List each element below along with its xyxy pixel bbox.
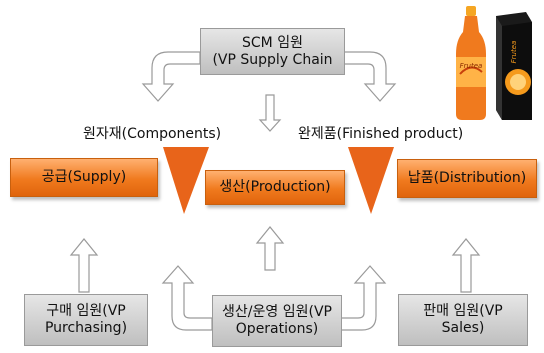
curved-arrow-left-bottom (161, 265, 213, 331)
carton-brand-text: Frutea (510, 41, 518, 64)
stage-supply-label: 공급(Supply) (41, 169, 127, 186)
sales-vp-line2: Sales) (441, 320, 485, 336)
operations-vp-box: 생산/운영 임원(VP Operations) (212, 295, 342, 347)
stage-distribution: 납품(Distribution) (397, 159, 537, 198)
finished-product-label: 완제품(Finished product) (298, 126, 464, 142)
stage-supply: 공급(Supply) (10, 158, 158, 197)
sales-vp-line1: 판매 임원(VP (423, 303, 503, 320)
down-arrow-center (258, 94, 282, 132)
purchasing-vp-line2: Purchasing) (44, 320, 128, 336)
stage-distribution-label: 납품(Distribution) (407, 170, 527, 187)
curved-arrow-right-top (343, 51, 397, 102)
scm-vp-box: SCM 임원 (VP Supply Chain (200, 28, 345, 75)
operations-vp-line1: 생산/운영 임원(VP (222, 304, 332, 321)
up-arrow-distribution (451, 238, 481, 293)
purchasing-vp-box: 구매 임원(VP Purchasing) (24, 294, 148, 346)
components-label: 원자재(Components) (83, 126, 222, 142)
triangle-components (163, 147, 209, 214)
bottle-brand-text: Frutea (460, 62, 483, 70)
curved-arrow-left-top (141, 51, 201, 102)
purchasing-vp-line1: 구매 임원(VP (46, 303, 126, 320)
scm-vp-line1: SCM 임원 (242, 34, 303, 51)
curved-arrow-right-bottom (339, 265, 387, 331)
up-arrow-supply (69, 238, 99, 293)
juice-bottle-and-carton-image: Frutea Frutea (456, 6, 532, 120)
stage-production: 생산(Production) (205, 170, 345, 205)
operations-vp-line2: Operations) (235, 321, 319, 337)
up-arrow-production (255, 226, 285, 271)
triangle-finished (348, 147, 394, 214)
sales-vp-box: 판매 임원(VP Sales) (398, 294, 528, 346)
stage-production-label: 생산(Production) (219, 179, 331, 196)
scm-vp-line2: (VP Supply Chain (212, 51, 333, 68)
